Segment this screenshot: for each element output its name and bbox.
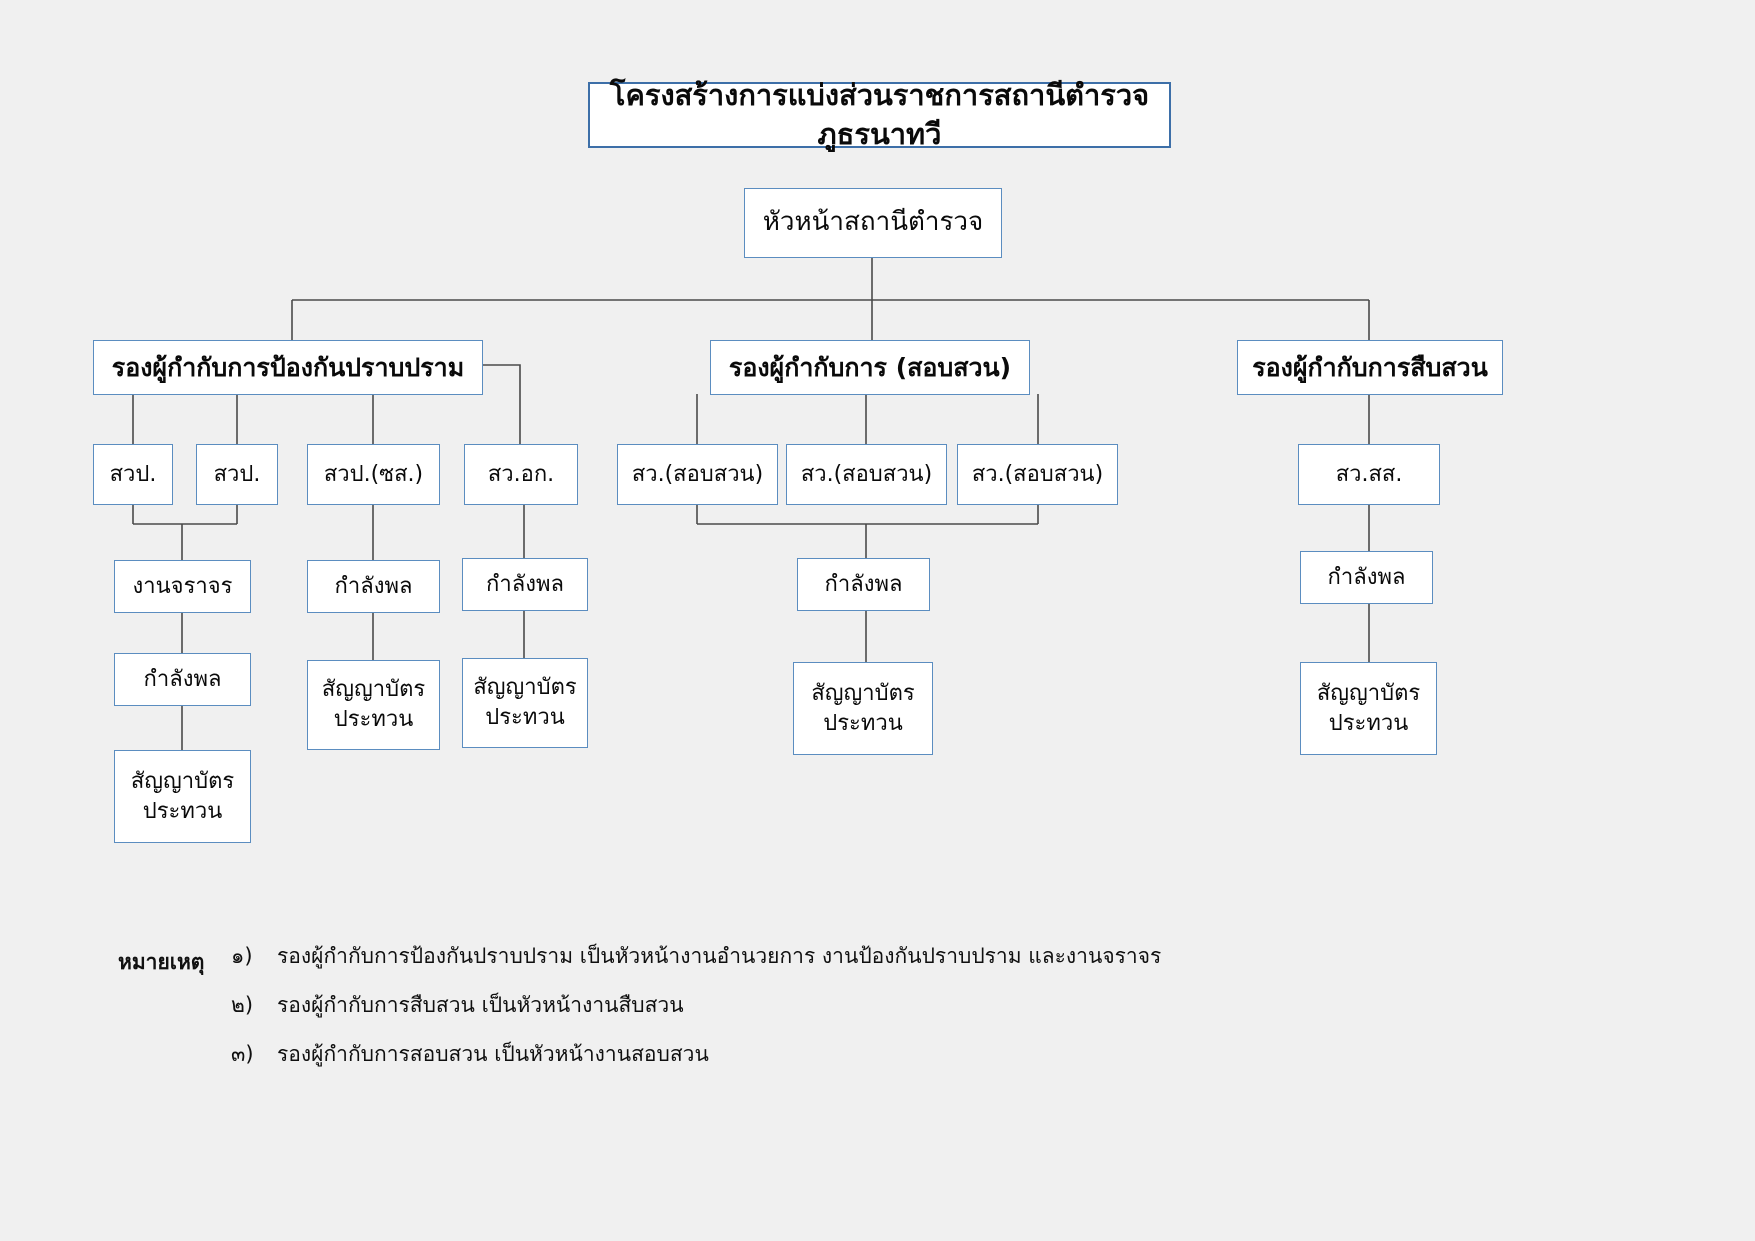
notes-list: ๑) รองผู้กำกับการป้องกันปราบปราม เป็นหัว… <box>231 940 1321 1087</box>
node-sawo-inv-3-label: สว.(สอบสวน) <box>971 461 1104 487</box>
node-sawo-inv-1: สว.(สอบสวน) <box>617 444 778 505</box>
note-item: ๒) รองผู้กำกับการสืบสวน เป็นหัวหน้างานสื… <box>231 989 1321 1022</box>
note-item: ๓) รองผู้กำกับการสอบสวน เป็นหัวหน้างานสอ… <box>231 1038 1321 1071</box>
node-sawo-ok: สว.อก. <box>464 444 578 505</box>
node-traffic-work: งานจราจร <box>114 560 251 613</box>
node-deputy-inquiry-label: รองผู้กำกับการสืบสวน <box>1252 352 1488 382</box>
node-commissioned-left: สัญญาบัตร ประทวน <box>114 750 251 843</box>
note-text: รองผู้กำกับการสอบสวน เป็นหัวหน้างานสอบสว… <box>277 1042 709 1066</box>
note-item: ๑) รองผู้กำกับการป้องกันปราบปราม เป็นหัว… <box>231 940 1321 973</box>
node-deputy-investigation-label: รองผู้กำกับการ (สอบสวน) <box>728 352 1012 382</box>
node-sawo-inv-1-label: สว.(สอบสวน) <box>631 461 764 487</box>
note-text: รองผู้กำกับการป้องกันปราบปราม เป็นหัวหน้… <box>277 944 1162 968</box>
node-sawo-inv-2-label: สว.(สอบสวน) <box>800 461 933 487</box>
node-manpower-chs-label: กำลังพล <box>334 573 413 599</box>
node-sawo-ss-label: สว.สส. <box>1335 461 1403 487</box>
node-commissioned-ss-label: สัญญาบัตร ประทวน <box>1316 680 1421 736</box>
notes-heading: หมายเหตุ <box>118 950 205 974</box>
line-prev-elbow-to-sawook <box>483 364 521 444</box>
node-commissioned-ok: สัญญาบัตร ประทวน <box>462 658 588 748</box>
node-commissioned-chs-label: สัญญาบัตร ประทวน <box>321 677 426 732</box>
node-commissioned-ok-label: สัญญาบัตร ประทวน <box>473 675 577 730</box>
node-sawopo-1-label: สวป. <box>109 461 157 487</box>
node-manpower-inv: กำลังพล <box>797 558 930 611</box>
note-marker: ๓) <box>231 1042 254 1066</box>
node-commissioned-left-label: สัญญาบัตร ประทวน <box>130 768 235 824</box>
node-sawopo-chs-label: สวป.(ซส.) <box>323 461 424 487</box>
node-sawo-ok-label: สว.อก. <box>487 461 555 487</box>
node-sawopo-2: สวป. <box>196 444 278 505</box>
node-head-station: หัวหน้าสถานีตำรวจ <box>744 188 1002 258</box>
node-manpower-ss-label: กำลังพล <box>1327 564 1406 590</box>
node-deputy-prevention: รองผู้กำกับการป้องกันปราบปราม <box>93 340 483 395</box>
node-manpower-left-label: กำลังพล <box>143 666 222 692</box>
chart-title-box: โครงสร้างการแบ่งส่วนราชการสถานีตำรวจภูธร… <box>588 78 1171 151</box>
node-sawo-ss: สว.สส. <box>1298 444 1440 505</box>
node-head-station-label: หัวหน้าสถานีตำรวจ <box>762 207 984 238</box>
chart-title-text: โครงสร้างการแบ่งส่วนราชการสถานีตำรวจภูธร… <box>609 77 1150 151</box>
node-commissioned-inv: สัญญาบัตร ประทวน <box>793 662 933 755</box>
node-manpower-chs: กำลังพล <box>307 560 440 613</box>
node-deputy-prevention-label: รองผู้กำกับการป้องกันปราบปราม <box>111 352 465 382</box>
node-deputy-inquiry: รองผู้กำกับการสืบสวน <box>1237 340 1503 395</box>
node-manpower-inv-label: กำลังพล <box>824 571 903 597</box>
node-manpower-ok-label: กำลังพล <box>486 571 564 597</box>
node-commissioned-chs: สัญญาบัตร ประทวน <box>307 660 440 750</box>
node-sawopo-1: สวป. <box>93 444 173 505</box>
node-manpower-ok: กำลังพล <box>462 558 588 611</box>
note-marker: ๒) <box>231 993 254 1017</box>
node-sawopo-2-label: สวป. <box>213 461 261 487</box>
node-manpower-left: กำลังพล <box>114 653 251 706</box>
node-commissioned-ss: สัญญาบัตร ประทวน <box>1300 662 1437 755</box>
node-sawopo-chs: สวป.(ซส.) <box>307 444 440 505</box>
note-text: รองผู้กำกับการสืบสวน เป็นหัวหน้างานสืบสว… <box>277 993 684 1017</box>
node-traffic-work-label: งานจราจร <box>132 573 233 599</box>
node-sawo-inv-3: สว.(สอบสวน) <box>957 444 1118 505</box>
node-commissioned-inv-label: สัญญาบัตร ประทวน <box>811 680 915 736</box>
node-sawo-inv-2: สว.(สอบสวน) <box>786 444 947 505</box>
node-deputy-investigation: รองผู้กำกับการ (สอบสวน) <box>710 340 1030 395</box>
node-manpower-ss: กำลังพล <box>1300 551 1433 604</box>
note-marker: ๑) <box>231 944 253 968</box>
